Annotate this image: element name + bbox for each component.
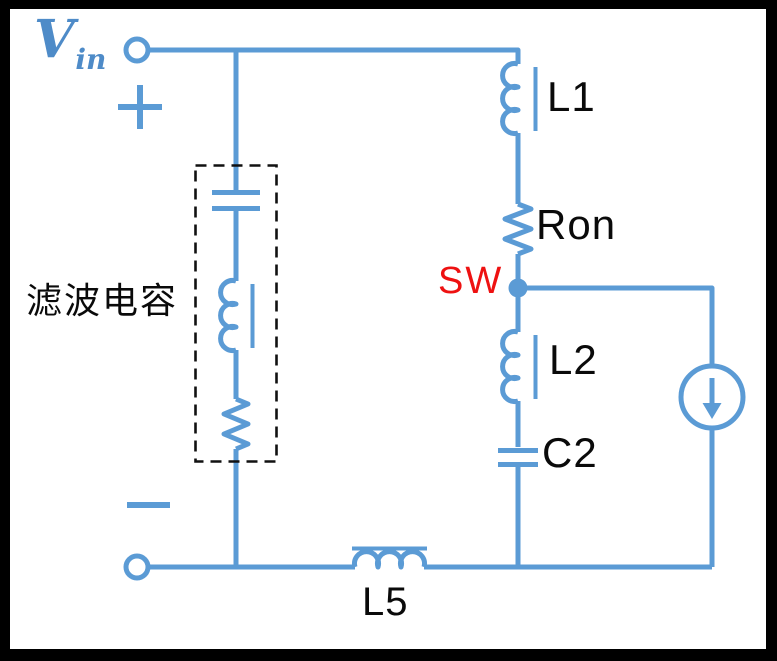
- filter-capacitor-label: 滤波电容: [26, 280, 179, 321]
- inductor-l2-label: L2: [549, 336, 598, 383]
- sw-node-label: SW: [438, 260, 504, 302]
- capacitor-c2-label: C2: [542, 429, 598, 476]
- sw-node-dot-icon: [508, 278, 528, 298]
- inductor-l5-symbol: [352, 546, 427, 570]
- wire-top-rail: [148, 47, 521, 64]
- capacitor-c2-symbol: [498, 448, 538, 467]
- inductor-l1-label: L1: [547, 73, 596, 120]
- plus-polarity-icon: [118, 85, 162, 129]
- current-source-symbol: [678, 363, 746, 431]
- inductor-l5-label: L5: [362, 580, 409, 624]
- vin-terminal-negative-icon: [123, 553, 151, 581]
- vin-label: Vin: [34, 14, 106, 74]
- wire-sw-to-source: [526, 285, 715, 366]
- diagram-background: [10, 9, 766, 649]
- inductor-filter-symbol: [218, 278, 255, 353]
- inductor-l2-symbol: [500, 329, 538, 404]
- vin-terminal-positive-icon: [123, 36, 151, 64]
- capacitor-filter-symbol: [212, 190, 260, 211]
- resistor-filter-symbol: [221, 396, 251, 452]
- down-arrow-icon: [702, 403, 722, 419]
- resistor-ron-symbol: [502, 201, 534, 257]
- resistor-ron-label: Ron: [536, 201, 617, 248]
- vin-main-text: V: [34, 9, 75, 70]
- filter-box-outline-icon: [194, 164, 278, 463]
- vin-subscript-text: in: [75, 43, 107, 76]
- inductor-l1-symbol: [500, 61, 538, 136]
